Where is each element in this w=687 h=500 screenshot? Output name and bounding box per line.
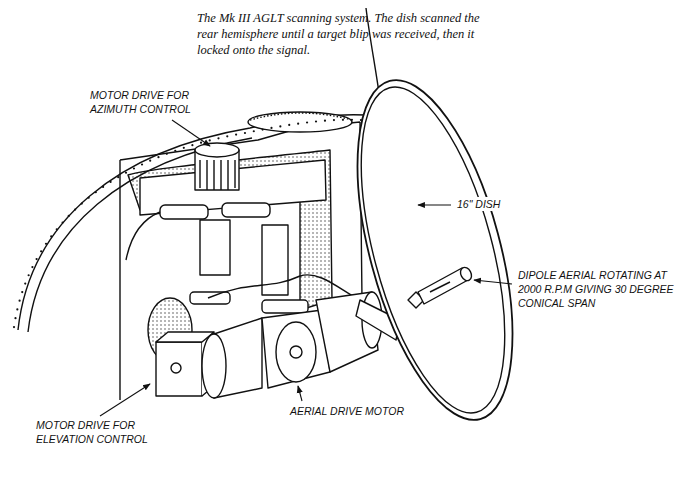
callout-label: AERIAL DRIVE MOTOR bbox=[288, 404, 406, 418]
figure-caption: The Mk III AGLT scanning system. The dis… bbox=[197, 10, 497, 58]
rivet bbox=[209, 139, 211, 141]
rivet bbox=[306, 121, 308, 123]
terminal-strip bbox=[262, 300, 308, 313]
callout-label: MOTOR DRIVE FOR AZIMUTH CONTROL bbox=[88, 88, 222, 116]
rivet bbox=[288, 124, 290, 126]
rivet bbox=[226, 135, 228, 137]
rivet bbox=[253, 130, 255, 132]
gearbox-cylinder-end bbox=[202, 334, 226, 398]
dipole-tip bbox=[458, 265, 473, 282]
rivet bbox=[149, 160, 151, 162]
rivet bbox=[166, 153, 168, 155]
rivet bbox=[297, 123, 299, 125]
callout-label: 16" DISH bbox=[455, 197, 502, 211]
rivet bbox=[351, 119, 353, 121]
leader-line bbox=[298, 386, 302, 401]
rivet bbox=[13, 326, 15, 328]
rivet bbox=[45, 243, 47, 245]
rivet bbox=[88, 197, 90, 199]
rivet bbox=[14, 317, 16, 319]
terminal-strip bbox=[160, 205, 208, 219]
rivet bbox=[174, 150, 176, 152]
rivet bbox=[262, 128, 264, 130]
rivet bbox=[270, 127, 272, 129]
callout-label: MOTOR DRIVE FOR ELEVATION CONTROL bbox=[34, 418, 178, 446]
scanner-illustration bbox=[18, 8, 543, 436]
leader-line bbox=[100, 384, 150, 416]
dish-rim bbox=[327, 64, 543, 436]
rivet bbox=[324, 120, 326, 122]
rivet bbox=[183, 147, 185, 149]
drive-shaft-housing bbox=[200, 220, 230, 275]
fuselage-skin bbox=[18, 115, 378, 330]
callout-label: DIPOLE AERIAL ROTATING AT 2000 R.P.M GIV… bbox=[516, 268, 682, 310]
rivet bbox=[31, 266, 33, 268]
wiring bbox=[126, 212, 360, 300]
rivet bbox=[117, 176, 119, 178]
leader-line bbox=[474, 280, 512, 284]
rivet bbox=[200, 142, 202, 144]
dipole-feed bbox=[430, 282, 450, 292]
aerial-drive-motor-end bbox=[276, 322, 316, 382]
rivet bbox=[24, 282, 26, 284]
terminal-strip bbox=[190, 292, 230, 304]
scanner-illustration bbox=[100, 120, 512, 416]
rivet bbox=[315, 120, 317, 122]
rivet bbox=[191, 144, 193, 146]
rivet bbox=[279, 125, 281, 127]
azimuth-gear-ring bbox=[248, 112, 352, 132]
gear-teeth bbox=[250, 113, 352, 120]
rivet bbox=[157, 156, 159, 158]
aerial-drive-motor-hub bbox=[290, 346, 302, 358]
elevation-motor-shaft bbox=[171, 363, 181, 373]
rivet bbox=[40, 250, 42, 252]
rivet bbox=[35, 258, 37, 260]
rivet bbox=[360, 119, 362, 121]
leader-line bbox=[172, 120, 210, 146]
rivet bbox=[342, 119, 344, 121]
dish-rim-inner bbox=[333, 72, 534, 427]
rivet bbox=[56, 228, 58, 230]
rivet bbox=[125, 172, 127, 174]
housing-frame bbox=[120, 122, 362, 400]
rivet bbox=[18, 300, 20, 302]
rivet bbox=[244, 132, 246, 134]
rivet bbox=[109, 181, 111, 183]
rivet bbox=[102, 186, 104, 188]
rivet bbox=[61, 221, 63, 223]
rivet bbox=[217, 137, 219, 139]
rivet bbox=[50, 235, 52, 237]
terminal-strip bbox=[222, 203, 270, 217]
rivet bbox=[74, 208, 76, 210]
rivet bbox=[333, 119, 335, 121]
rivet bbox=[235, 133, 237, 135]
rivet bbox=[16, 308, 18, 310]
rivet bbox=[68, 215, 70, 217]
leader-line bbox=[418, 204, 451, 205]
azimuth-motor-ribs bbox=[200, 160, 235, 190]
housing-bay bbox=[128, 150, 332, 310]
azimuth-motor-top bbox=[195, 143, 239, 157]
fuselage-skin-inner bbox=[28, 138, 252, 332]
rivet bbox=[28, 274, 30, 276]
elevation-motor-box bbox=[156, 342, 202, 396]
rivet bbox=[21, 291, 23, 293]
rivet bbox=[81, 202, 83, 204]
rivet bbox=[133, 167, 135, 169]
rivet-row bbox=[13, 119, 362, 328]
rivet bbox=[141, 163, 143, 165]
rivet bbox=[95, 191, 97, 193]
